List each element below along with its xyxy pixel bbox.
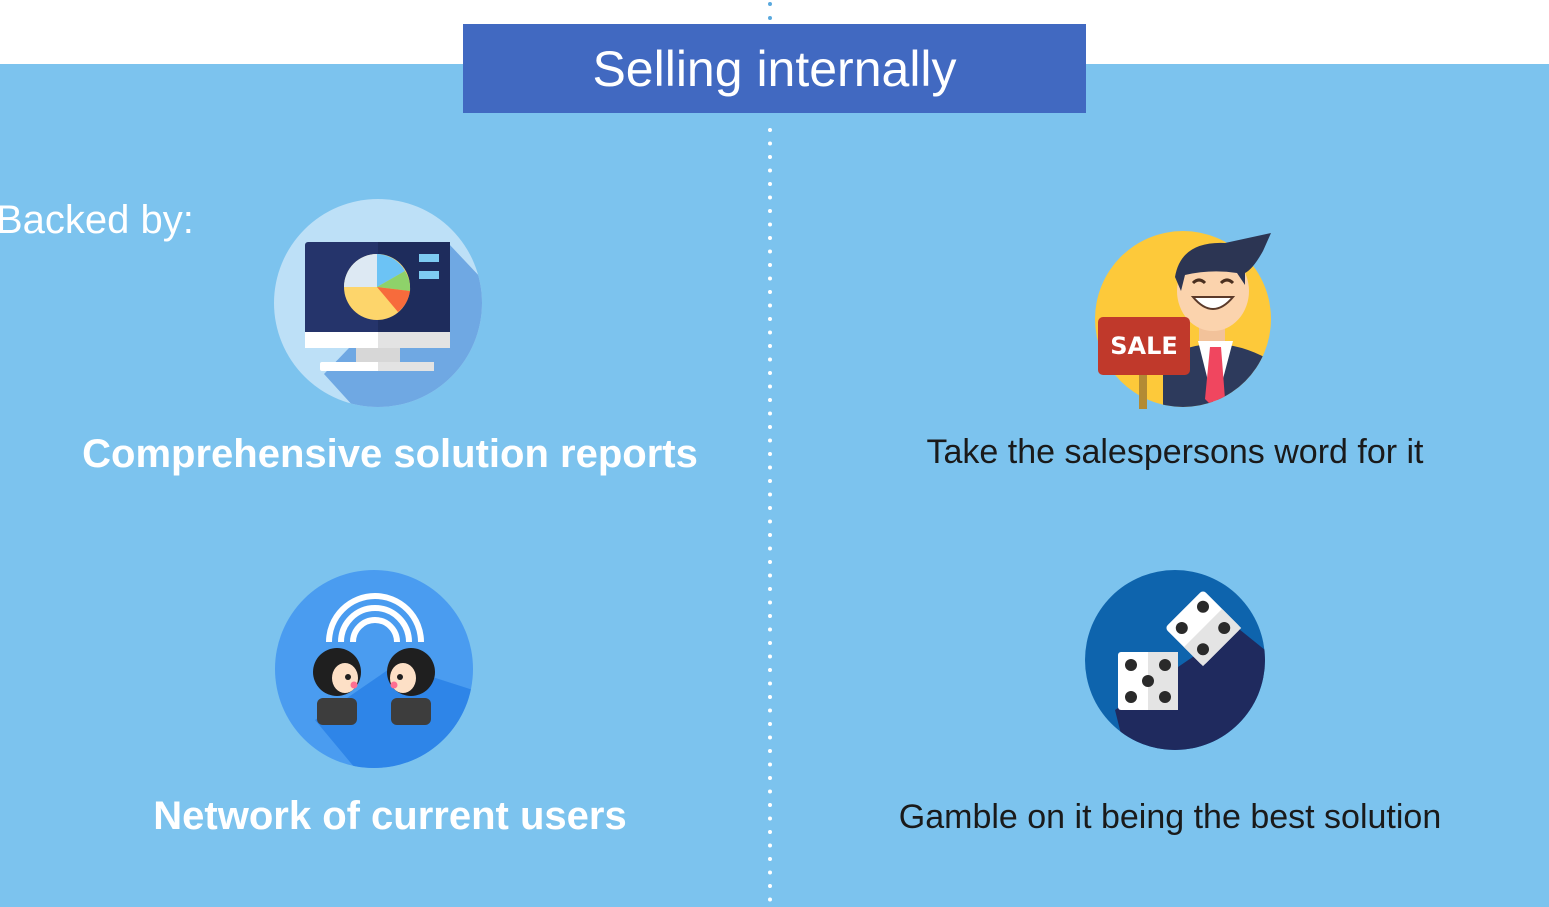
- computer-pie-chart-icon: [274, 199, 482, 407]
- left-item-2-label: Network of current users: [153, 794, 627, 838]
- network-users-icon: [275, 570, 473, 768]
- slide-title-text: Selling internally: [592, 40, 957, 97]
- dice-icon: [1085, 570, 1265, 750]
- background-panel: [0, 64, 1549, 907]
- dotted-divider: [768, 2, 772, 902]
- left-item-1-label: Comprehensive solution reports: [82, 432, 698, 476]
- salesperson-icon: SALE: [1095, 231, 1271, 409]
- right-item-2-label: Gamble on it being the best solution: [898, 798, 1442, 836]
- slide-title: Selling internally: [463, 24, 1086, 113]
- backed-by-label: Backed by:: [0, 198, 194, 242]
- right-item-1-label: Take the salespersons word for it: [926, 433, 1424, 471]
- sale-sign-text: SALE: [1110, 332, 1178, 360]
